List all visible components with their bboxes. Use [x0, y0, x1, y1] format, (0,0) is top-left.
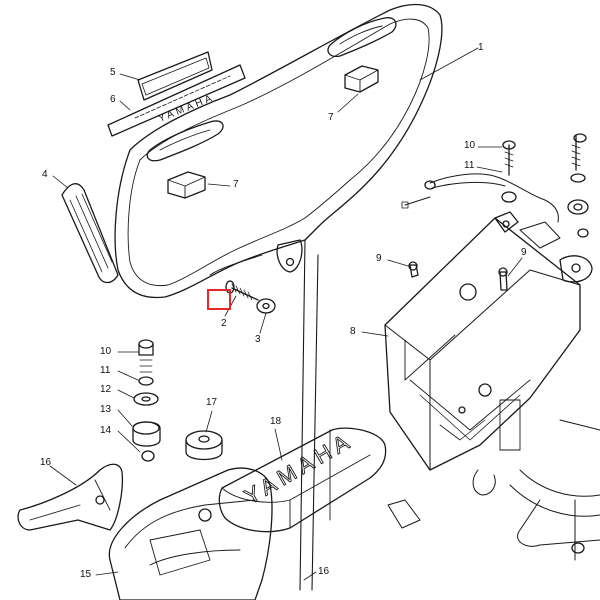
callout-1: 1: [478, 42, 484, 53]
callout-5: 5: [110, 67, 116, 78]
callout-2: 2: [221, 318, 227, 329]
bolt-9-left: [408, 261, 419, 278]
callout-14: 14: [100, 425, 112, 436]
wire-harness: [401, 173, 561, 249]
callout-9b: 9: [521, 247, 527, 258]
washer: [256, 298, 276, 314]
callout-15: 15: [80, 569, 92, 580]
left-hardware-stack: [132, 339, 161, 462]
callout-11b: 11: [100, 365, 111, 376]
grommet-upper: [344, 65, 379, 93]
side-cover: [114, 3, 443, 299]
callout-11a: 11: [464, 160, 475, 171]
top-grommet-slot: [327, 17, 397, 58]
bolt-9-right: [498, 267, 508, 291]
callout-17: 17: [206, 397, 218, 408]
screw-mid: [501, 140, 517, 203]
callout-13: 13: [100, 404, 112, 415]
screw-right-top: [567, 133, 589, 238]
callout-9a: 9: [376, 253, 382, 264]
highlight-box[interactable]: [207, 289, 231, 310]
callout-4: 4: [42, 169, 48, 180]
mid-grommet-slot: [146, 120, 224, 162]
callout-10b: 10: [100, 346, 112, 357]
frame: [299, 239, 600, 591]
battery-tray: [108, 467, 273, 600]
callout-7b: 7: [233, 179, 239, 190]
battery: [218, 427, 387, 533]
louver-grille: [61, 183, 119, 284]
callout-8: 8: [350, 326, 356, 337]
callout-12: 12: [100, 384, 112, 395]
callout-16b: 16: [318, 566, 330, 577]
battery-strap: [17, 463, 124, 531]
callout-10a: 10: [464, 140, 476, 151]
emblem: [137, 51, 213, 101]
decal-strip: [107, 64, 246, 137]
leader-lines: [49, 47, 523, 581]
callout-18: 18: [270, 416, 282, 427]
callout-3: 3: [255, 334, 261, 345]
grommet-17: [185, 430, 223, 461]
battery-box: [384, 211, 593, 496]
callout-6: 6: [110, 94, 116, 105]
grommet-lower: [167, 171, 206, 199]
callout-16a: 16: [40, 457, 52, 468]
callout-7a: 7: [328, 112, 334, 123]
